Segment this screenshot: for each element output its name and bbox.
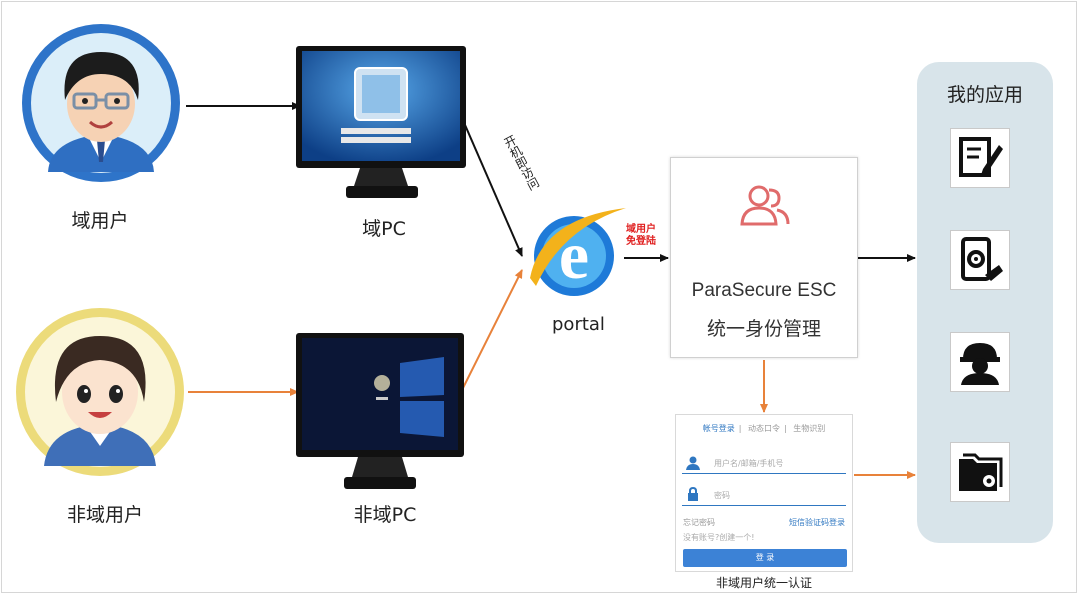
non-domain-pc-monitor xyxy=(296,333,468,497)
non-domain-pc-label: 非域PC xyxy=(353,504,417,526)
sms-login-link[interactable]: 短信验证码登录 xyxy=(789,518,845,527)
domain-pc-label: 域PC xyxy=(362,218,406,240)
user-icon xyxy=(686,456,700,470)
my-apps-panel: 我的应用 xyxy=(917,62,1053,543)
domain-user-tag-line1: 域用户 xyxy=(626,224,656,235)
worker-helmet-icon xyxy=(960,343,1000,385)
ie-browser-icon: e xyxy=(522,200,630,312)
domain-user-tag-line2: 免登陆 xyxy=(626,236,656,247)
login-button[interactable]: 登 录 xyxy=(683,549,847,567)
app-tile-document[interactable] xyxy=(950,128,1010,188)
users-icon xyxy=(739,184,791,232)
domain-user-no-login-tag: 域用户 免登陆 xyxy=(626,224,656,248)
tablet-gear-icon xyxy=(961,237,1003,281)
esc-identity-box: ParaSecure ESC 统一身份管理 xyxy=(670,157,858,358)
app-tile-worker[interactable] xyxy=(950,332,1010,392)
username-placeholder: 用户名/邮箱/手机号 xyxy=(714,459,784,468)
domain-user-label: 域用户 xyxy=(71,210,129,232)
lock-icon xyxy=(688,487,698,501)
app-tile-folder[interactable] xyxy=(950,442,1010,502)
password-field[interactable]: 密码 xyxy=(682,485,846,506)
my-apps-title: 我的应用 xyxy=(946,84,1023,106)
esc-product-name: ParaSecure ESC xyxy=(691,280,837,301)
forgot-password-link[interactable]: 忘记密码 xyxy=(683,518,715,527)
tab-dynamic-token[interactable]: 动态口令 xyxy=(748,424,780,433)
arrow-nondomain-pc-to-portal xyxy=(461,269,523,391)
domain-pc-monitor xyxy=(296,46,468,206)
login-form: 帐号登录| 动态口令| 生物识别 用户名/邮箱/手机号 密码 忘记密码 短信验证… xyxy=(675,414,853,572)
login-tabs: 帐号登录| 动态口令| 生物识别 xyxy=(702,424,826,433)
login-caption: 非域用户统一认证 xyxy=(715,576,812,590)
arrow-domain-pc-to-portal xyxy=(461,117,523,257)
non-domain-user-avatar xyxy=(14,306,186,482)
folder-gear-icon xyxy=(959,453,1003,491)
tab-biometric[interactable]: 生物识别 xyxy=(793,424,826,433)
domain-user-avatar xyxy=(20,22,182,188)
username-field[interactable]: 用户名/邮箱/手机号 xyxy=(682,453,846,474)
password-placeholder: 密码 xyxy=(714,491,730,500)
portal-label: portal xyxy=(552,314,605,335)
tab-account-login[interactable]: 帐号登录 xyxy=(702,424,735,433)
non-domain-user-label: 非域用户 xyxy=(66,504,143,526)
esc-subtitle: 统一身份管理 xyxy=(706,318,821,340)
app-tile-tablet[interactable] xyxy=(950,230,1010,290)
create-account-link[interactable]: 没有账号?创建一个! xyxy=(683,533,755,542)
document-edit-icon xyxy=(959,137,1003,177)
